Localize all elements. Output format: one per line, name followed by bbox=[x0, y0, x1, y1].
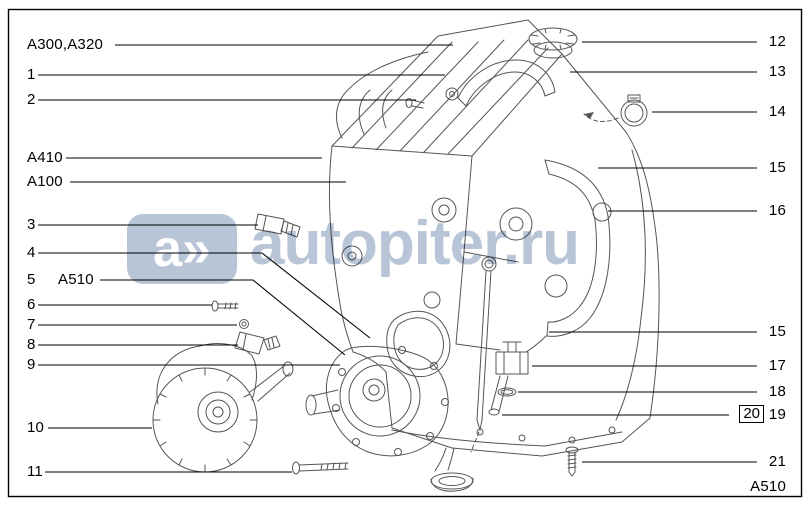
intake-runners bbox=[335, 51, 429, 139]
callout-label-2: 2 bbox=[27, 91, 36, 108]
callout-label-14: 14 bbox=[768, 103, 786, 120]
callout-label-a410: A410 bbox=[27, 149, 63, 166]
callout-label-7: 7 bbox=[27, 316, 36, 333]
callout-label-13: 13 bbox=[768, 63, 786, 80]
bolt-6 bbox=[211, 300, 239, 312]
callout-label-11: 11 bbox=[27, 463, 43, 480]
callout-label-20-boxed: 20 bbox=[739, 405, 764, 423]
callout-label-5: 5 bbox=[27, 271, 36, 288]
callout-label-18: 18 bbox=[768, 383, 786, 400]
callout-label-3: 3 bbox=[27, 216, 36, 233]
dashed-arrowhead bbox=[584, 112, 594, 119]
hose-clamp bbox=[620, 94, 648, 127]
callout-label-6: 6 bbox=[27, 296, 36, 313]
o-ring bbox=[497, 387, 517, 397]
callout-label-a510-left: A510 bbox=[58, 271, 94, 288]
oil-filler-cap bbox=[528, 27, 578, 59]
callout-label-a300-a320: A300,A320 bbox=[27, 36, 104, 53]
callout-label-16: 16 bbox=[768, 202, 786, 219]
oil-pressure-switch bbox=[234, 331, 281, 355]
breather-hose bbox=[457, 59, 556, 107]
callout-label-15-upper: 15 bbox=[768, 159, 786, 176]
guide-tube bbox=[488, 375, 509, 416]
bolt-21 bbox=[565, 446, 579, 477]
oil-pump bbox=[305, 345, 449, 457]
dipstick bbox=[470, 256, 497, 453]
oil-fitting bbox=[495, 341, 529, 375]
oil-pickup bbox=[430, 447, 474, 492]
callout-label-9: 9 bbox=[27, 356, 36, 373]
callout-label-17: 17 bbox=[768, 357, 786, 374]
engine-block bbox=[328, 53, 660, 457]
dashed-arrow bbox=[583, 113, 619, 122]
callout-label-8: 8 bbox=[27, 336, 36, 353]
callout-label-a510-right: A510 bbox=[750, 478, 786, 495]
outlet-hose bbox=[525, 159, 611, 353]
page-frame bbox=[7, 8, 803, 498]
callout-label-19: 19 bbox=[768, 406, 786, 423]
callout-label-10: 10 bbox=[27, 419, 45, 436]
bolt-11 bbox=[292, 461, 349, 475]
washer-7 bbox=[239, 319, 249, 329]
callout-label-1: 1 bbox=[27, 66, 36, 83]
callout-label-12: 12 bbox=[768, 33, 786, 50]
valve-cover bbox=[331, 19, 563, 157]
callout-label-a100: A100 bbox=[27, 173, 63, 190]
pump-gasket bbox=[386, 310, 451, 378]
hose-fitting bbox=[445, 87, 459, 101]
oil-sensor bbox=[254, 213, 301, 238]
callout-label-4: 4 bbox=[27, 244, 36, 261]
callout-label-21: 21 bbox=[768, 453, 786, 470]
callout-label-15-lower: 15 bbox=[768, 323, 786, 340]
